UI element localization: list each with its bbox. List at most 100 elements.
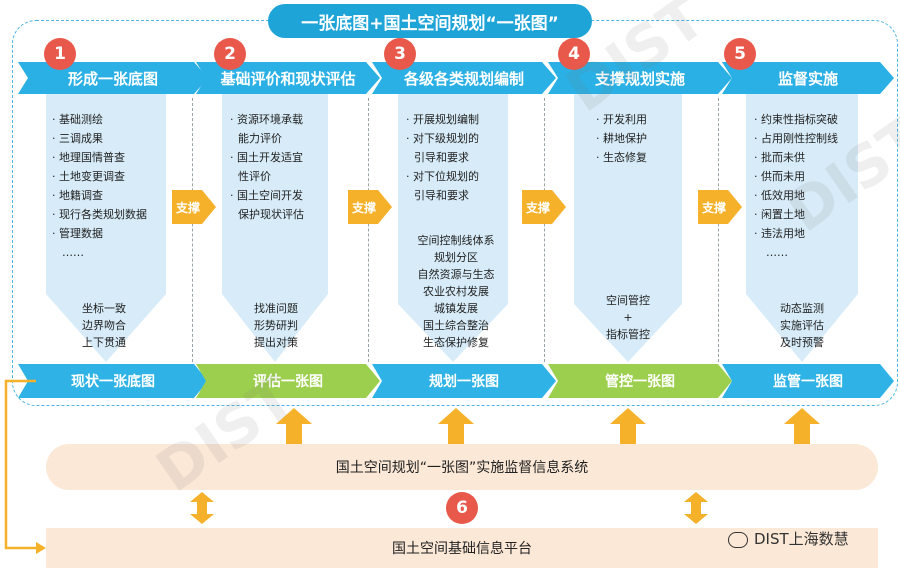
list-item: …… <box>62 246 84 259</box>
support-arrow-1: 支撑 <box>172 190 216 224</box>
list-item: · 三调成果 <box>52 132 103 145</box>
stage-2-items: · 资源环境承载 能力评价 · 国土开发适宜 性评价 · 国土空间开发 保护现状… <box>230 110 304 224</box>
support-arrow-3: 支撑 <box>522 190 566 224</box>
support-label: 支撑 <box>351 200 376 215</box>
support-label: 支撑 <box>525 200 550 215</box>
column-divider <box>544 98 545 362</box>
stage-4-items: · 开发利用 · 耕地保护 · 生态修复 <box>596 110 647 167</box>
watermark-account: DIST上海数慧 <box>728 528 849 549</box>
stage-3-header: 各级各类规划编制 <box>372 62 556 94</box>
outcome-text: + <box>623 311 633 324</box>
outcome-text: 形势研判 <box>254 319 298 332</box>
stage-3-title: 各级各类规划编制 <box>403 69 524 88</box>
list-item: 性评价 <box>238 170 271 183</box>
map-label: 规划一张图 <box>429 374 499 390</box>
stage-5-number: 5 <box>724 38 756 70</box>
stage-1-title: 形成一张底图 <box>67 69 158 88</box>
map-bar-4: 管控一张图 <box>548 364 732 398</box>
list-item: · 低效用地 <box>754 189 805 202</box>
list-item: 引导和要求 <box>414 151 469 164</box>
content-text: 规划分区 <box>434 251 478 264</box>
list-item: · 对下位规划的 <box>406 170 479 183</box>
stage-1-items: · 基础测绘 · 三调成果 · 地理国情普查 · 土地变更调查 · 地籍调查 ·… <box>52 110 147 262</box>
map-label: 监管一张图 <box>773 374 843 390</box>
outcome-text: 空间管控 <box>606 294 650 307</box>
stage-2-title: 基础评价和现状评估 <box>220 69 356 88</box>
support-label: 支撑 <box>701 200 726 215</box>
outcome-text: 边界吻合 <box>82 319 126 332</box>
outcome-text: 动态监测 <box>780 302 824 315</box>
map-label: 评估一张图 <box>253 374 323 390</box>
stage-5-items: · 约束性指标突破 · 占用刚性控制线 · 批而未供 · 供而未用 · 低效用地… <box>754 110 838 262</box>
list-item: · 资源环境承载 <box>230 113 303 126</box>
outcome-text: 提出对策 <box>254 336 298 349</box>
content-text: 城镇发展 <box>434 302 478 315</box>
list-item: · 管理数据 <box>52 227 103 240</box>
list-item: · 约束性指标突破 <box>754 113 838 126</box>
stage-4-number: 4 <box>558 38 590 70</box>
list-item: · 国土开发适宜 <box>230 151 303 164</box>
watermark-account-text: DIST上海数慧 <box>754 530 849 548</box>
list-item: · 批而未供 <box>754 151 805 164</box>
stage-5-header: 监督实施 <box>722 62 894 94</box>
list-item: · 耕地保护 <box>596 132 647 145</box>
content-text: 空间控制线体系 <box>417 234 495 247</box>
content-text: 农业农村发展 <box>423 285 489 298</box>
diagram-title: 一张底图+国土空间规划“一张图” <box>268 4 592 38</box>
column-divider <box>718 98 719 362</box>
stage-4-outcomes: 空间管控 + 指标管控 <box>596 292 660 343</box>
support-arrow-2: 支撑 <box>348 190 392 224</box>
list-item: · 土地变更调查 <box>52 170 125 183</box>
stage-2-number: 2 <box>214 38 246 70</box>
outcome-text: 坐标一致 <box>82 302 126 315</box>
support-label: 支撑 <box>175 200 200 215</box>
list-item: · 地理国情普查 <box>52 151 125 164</box>
stage-3-contents: 空间控制线体系 规划分区 自然资源与生态 农业农村发展 城镇发展 国土综合整治 … <box>404 232 508 351</box>
stage-1-number: 1 <box>44 38 76 70</box>
list-item: 引导和要求 <box>414 189 469 202</box>
wechat-icon <box>728 531 748 548</box>
list-item: · 违法用地 <box>754 227 805 240</box>
list-item: · 对下级规划的 <box>406 132 479 145</box>
column-divider <box>368 98 369 362</box>
stage-4-header: 支撑规划实施 <box>548 62 732 94</box>
list-item: · 开展规划编制 <box>406 113 479 126</box>
support-arrow-4: 支撑 <box>698 190 742 224</box>
stage-5-title: 监督实施 <box>777 69 838 88</box>
map-bar-3: 规划一张图 <box>372 364 556 398</box>
outcome-text: 找准问题 <box>254 302 298 315</box>
list-item: · 开发利用 <box>596 113 647 126</box>
stage-1-outcomes: 坐标一致 边界吻合 上下贯通 <box>74 300 134 351</box>
stage-4-panel <box>574 94 682 362</box>
list-item: · 占用刚性控制线 <box>754 132 838 145</box>
list-item: · 国土空间开发 <box>230 189 303 202</box>
map-bar-5: 监管一张图 <box>722 364 894 398</box>
stage-1-panel <box>46 94 166 362</box>
stage-3-number: 3 <box>384 38 416 70</box>
outcome-text: 上下贯通 <box>82 336 126 349</box>
list-item: 保护现状评估 <box>238 208 304 221</box>
list-item: · 基础测绘 <box>52 113 103 126</box>
stage-1-header: 形成一张底图 <box>18 62 208 94</box>
map-bar-1: 现状一张底图 <box>18 364 208 398</box>
list-item: · 生态修复 <box>596 151 647 164</box>
map-label: 管控一张图 <box>605 374 675 390</box>
list-item: · 现行各类规划数据 <box>52 208 147 221</box>
platform-bar: 国土空间基础信息平台 <box>46 528 878 568</box>
stage-2-panel <box>222 94 328 362</box>
stage-4-title: 支撑规划实施 <box>594 69 685 88</box>
list-item: · 供而未用 <box>754 170 805 183</box>
stage-3-items: · 开展规划编制 · 对下级规划的 引导和要求 · 对下位规划的 引导和要求 <box>406 110 479 205</box>
stage-2-header: 基础评价和现状评估 <box>196 62 380 94</box>
list-item: · 闲置土地 <box>754 208 805 221</box>
content-text: 国土综合整治 <box>423 319 489 332</box>
platform-number: 6 <box>446 492 478 524</box>
outcome-text: 及时预警 <box>780 336 824 349</box>
column-divider <box>192 98 193 362</box>
content-text: 生态保护修复 <box>423 336 489 349</box>
outcome-text: 指标管控 <box>606 328 650 341</box>
stage-5-outcomes: 动态监测 实施评估 及时预警 <box>772 300 832 351</box>
list-item: · 地籍调查 <box>52 189 103 202</box>
map-label: 现状一张底图 <box>71 374 155 390</box>
map-bar-2: 评估一张图 <box>196 364 380 398</box>
